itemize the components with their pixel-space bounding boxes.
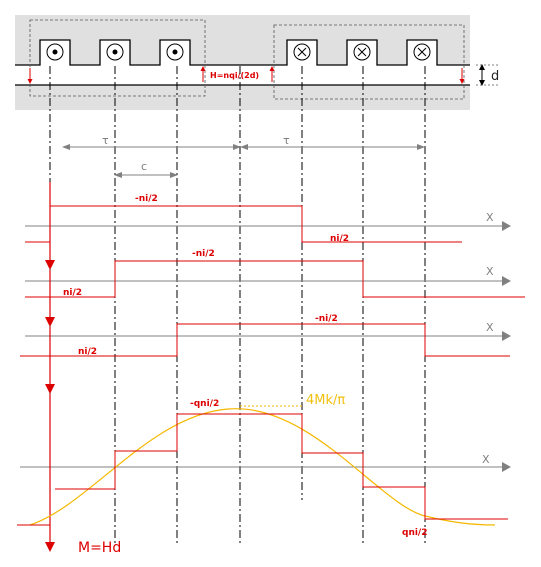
w3-top-label: -ni/2 [315, 314, 338, 324]
fundamental-label: 4Mk/π [306, 393, 345, 408]
winding-2-mmf: -ni/2 ni/2 [25, 249, 525, 298]
arrow-down-icon [45, 542, 55, 552]
winding-3-mmf: -ni/2 ni/2 [20, 314, 510, 357]
sum-bottom-label: qni/2 [402, 528, 427, 538]
conductor-out-icon [106, 43, 124, 61]
fundamental-curve [29, 408, 496, 526]
conductor-in-icon [413, 43, 431, 61]
arrow-down-icon [45, 260, 55, 270]
winding-1-mmf: -ni/2 ni/2 [25, 194, 462, 244]
w3-bottom-label: ni/2 [78, 347, 97, 357]
resultant-mmf: -qni/2 qni/2 [17, 399, 508, 538]
coil-group-right [273, 24, 465, 100]
stator-surface [15, 39, 470, 66]
x-axis-label: X [486, 321, 494, 334]
conductor-in-icon [353, 43, 371, 61]
w1-bottom-label: ni/2 [330, 234, 349, 244]
mmf-arrows [45, 182, 55, 552]
pole-pitch-dimensions: τ τ c [62, 134, 425, 178]
machine-cross-section: H=nqi/(2d) d [15, 15, 499, 110]
conductor-out-icon [166, 43, 184, 61]
sum-top-label: -qni/2 [190, 399, 219, 409]
arrow-down-icon [45, 384, 55, 394]
w2-top-label: -ni/2 [192, 249, 215, 259]
w2-bottom-label: ni/2 [63, 288, 82, 298]
w1-top-label: -ni/2 [135, 194, 158, 204]
x-axes: X X X X [20, 211, 511, 472]
x-axis-label: X [486, 211, 494, 224]
conductor-out-icon [46, 43, 64, 61]
x-axis-label: X [482, 453, 490, 466]
arrow-down-icon [45, 317, 55, 327]
gap-label: d [491, 69, 499, 84]
air-gap [15, 65, 470, 85]
coil-group-left [29, 19, 206, 97]
tau-label: τ [283, 134, 290, 147]
field-label: H=nqi/(2d) [210, 71, 259, 80]
conductor-in-icon [293, 43, 311, 61]
x-axis-label: X [486, 265, 494, 278]
c-label: c [141, 160, 147, 173]
tau-label: τ [102, 134, 109, 147]
stator-core [15, 15, 470, 110]
mmf-label: M=Hd [78, 540, 121, 556]
